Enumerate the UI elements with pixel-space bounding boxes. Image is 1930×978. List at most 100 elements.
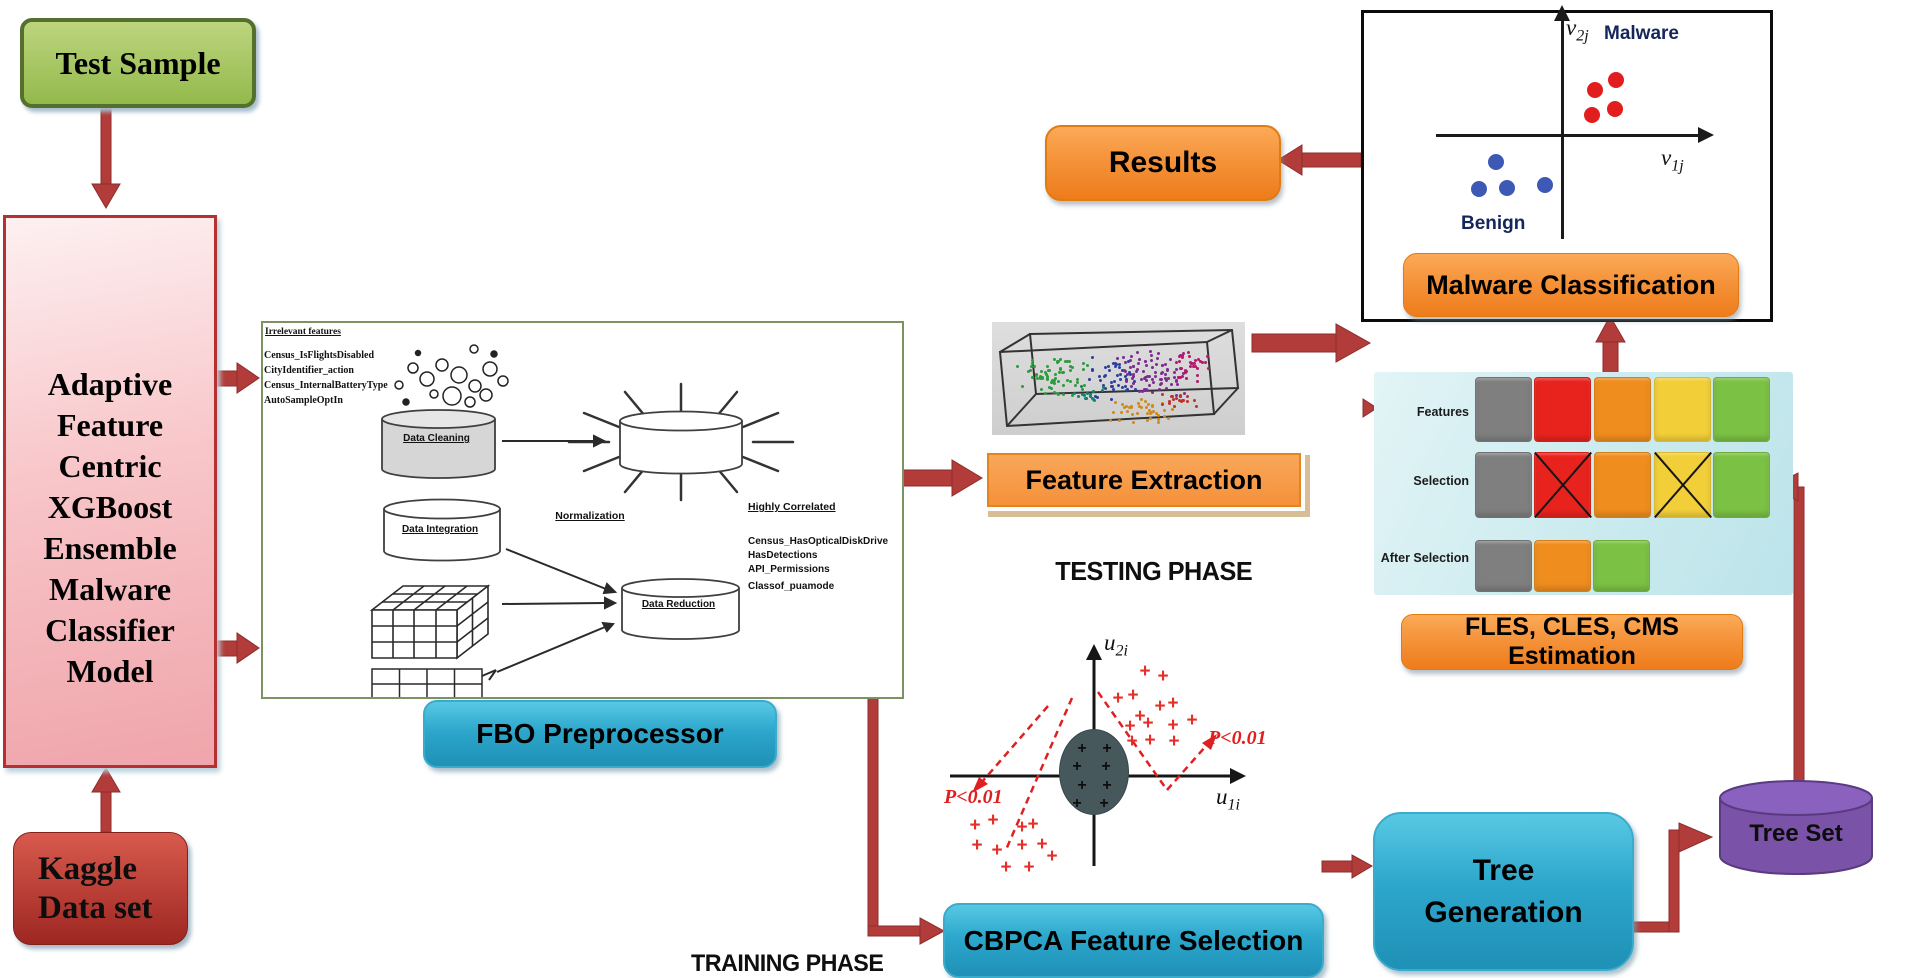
scatter-point xyxy=(1151,380,1155,384)
scatter-point xyxy=(1055,361,1059,365)
scatter-point xyxy=(1164,362,1168,366)
scatter-point xyxy=(1089,395,1093,399)
scatter-point xyxy=(1130,355,1134,359)
black-plus-marker: + xyxy=(1102,740,1112,757)
scatter-point xyxy=(1149,358,1153,362)
x-axis xyxy=(1436,134,1700,137)
scatter-point xyxy=(1029,369,1032,373)
scatter-point xyxy=(1203,361,1207,365)
p-value-label-left: P<0.01 xyxy=(944,786,1003,808)
scatter-point xyxy=(1140,389,1144,393)
scatter-point xyxy=(1196,367,1200,371)
scatter-point xyxy=(1186,350,1190,354)
scatter-point xyxy=(1183,391,1187,395)
scatter-point xyxy=(1064,359,1068,363)
scatter-point xyxy=(1131,374,1135,378)
scatter-point xyxy=(1123,406,1127,410)
scatter-point xyxy=(1031,361,1035,365)
scatter-point xyxy=(1085,391,1089,395)
feature-space-3d-scatter xyxy=(992,322,1245,435)
axis-sub: 2i xyxy=(1115,642,1128,660)
preproc-arrows xyxy=(481,434,618,681)
scatter-point xyxy=(1046,369,1050,373)
arrowhead xyxy=(236,362,260,394)
cbpca-feature-selection-node: CBPCA Feature Selection xyxy=(943,903,1324,978)
benign-point xyxy=(1471,181,1487,197)
irrelevant-feature-item: CityIdentifier_action xyxy=(264,365,354,376)
irrelevant-features-title: Irrelevant features xyxy=(265,327,341,337)
scatter-point xyxy=(1040,387,1044,391)
scatter-point xyxy=(1196,358,1200,362)
black-plus-marker: + xyxy=(1072,758,1082,775)
scatter-point xyxy=(1124,405,1128,409)
x-axis-arrowhead xyxy=(1698,127,1714,143)
scatter-point xyxy=(1132,421,1136,425)
scatter-point xyxy=(1142,387,1146,391)
y-axis-label: v2j xyxy=(1566,15,1589,46)
scatter-point xyxy=(1100,388,1104,392)
scatter-point xyxy=(1198,360,1202,364)
scatter-point xyxy=(1045,365,1049,369)
scatter-point xyxy=(1178,354,1182,358)
scatter-point xyxy=(1156,414,1160,418)
scatter-point xyxy=(1181,351,1185,355)
black-plus-marker: + xyxy=(1072,795,1082,812)
scatter-point xyxy=(1062,392,1066,396)
scatter-point xyxy=(1150,390,1154,394)
grid-row-label: Selection xyxy=(1413,474,1469,488)
scatter-point xyxy=(1165,369,1169,373)
grid-cell-green xyxy=(1713,377,1770,442)
scatter-point xyxy=(1195,380,1199,384)
scatter-point xyxy=(1030,376,1034,380)
scatter-point xyxy=(1138,389,1142,393)
scatter-point xyxy=(1143,400,1147,404)
scatter-point xyxy=(1133,380,1137,384)
scatter-point xyxy=(1061,371,1065,375)
scatter-point xyxy=(1033,364,1037,368)
grid-cell-orange xyxy=(1594,452,1651,518)
scatter-point xyxy=(1081,361,1085,365)
data-reduction-cylinder-icon xyxy=(621,578,740,640)
scatter-point xyxy=(1093,394,1097,398)
scatter-point xyxy=(1155,357,1159,361)
grid-cell-orange xyxy=(1594,377,1651,442)
scatter-point xyxy=(1121,355,1125,359)
scatter-point xyxy=(1077,395,1081,399)
scatter-point xyxy=(1111,361,1115,365)
scatter-point xyxy=(1164,387,1168,391)
scatter-point xyxy=(1039,376,1043,380)
scatter-point xyxy=(1088,378,1092,382)
scatter-point xyxy=(1053,377,1057,381)
scatter-point xyxy=(1117,419,1121,423)
scatter-point xyxy=(1180,398,1184,402)
scatter-point xyxy=(1125,372,1129,376)
scatter-point xyxy=(1163,373,1167,377)
black-plus-marker: + xyxy=(1101,758,1111,775)
scatter-point xyxy=(1164,379,1168,383)
scatter-point xyxy=(1173,376,1176,380)
arrow-panel-to-results xyxy=(1299,152,1362,168)
scatter-point xyxy=(1160,371,1164,375)
scatter-point xyxy=(1127,359,1131,363)
crossed-out-mark xyxy=(1535,453,1590,517)
tree-set-cylinder-icon: Tree Set xyxy=(1719,780,1873,875)
data-integration-cylinder-icon xyxy=(383,498,501,562)
scatter-point xyxy=(1135,411,1139,415)
malware-classification-plot: v2j v1j Malware Benign Malware Classific… xyxy=(1361,5,1773,322)
scatter-point xyxy=(1158,388,1162,392)
model-label-line: Centric xyxy=(58,447,162,484)
scatter-point xyxy=(1052,357,1056,361)
scatter-point xyxy=(1123,385,1127,389)
scatter-point xyxy=(1194,364,1197,368)
model-label-line: Ensemble xyxy=(43,529,177,566)
scatter-point xyxy=(1061,383,1065,387)
scatter-point xyxy=(1124,375,1128,379)
black-plus-marker: + xyxy=(1102,777,1112,794)
scatter-point xyxy=(1144,378,1148,382)
scatter-point xyxy=(1178,376,1182,379)
scatter-point xyxy=(1052,390,1056,394)
scatter-point xyxy=(1131,382,1135,386)
scatter-point xyxy=(1185,399,1189,403)
scatter-point xyxy=(1132,365,1136,369)
scatter-point xyxy=(1139,398,1143,402)
